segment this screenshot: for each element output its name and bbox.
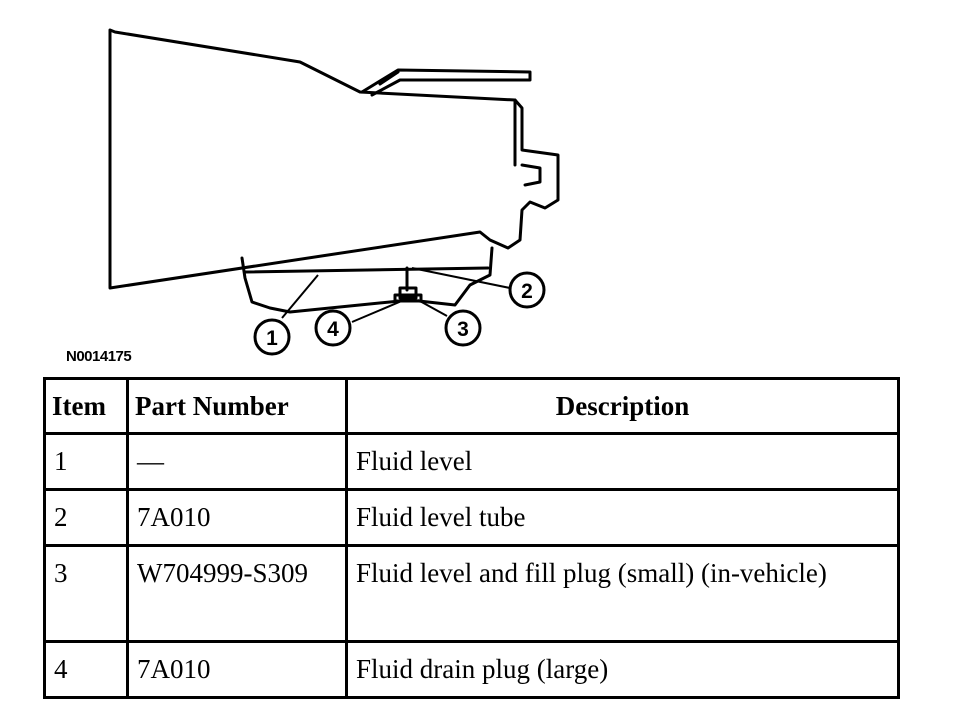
- transmission-case-outline: [108, 28, 560, 314]
- description-cell: Fluid level: [345, 432, 900, 491]
- svg-text:2: 2: [521, 280, 533, 303]
- description-cell: Fluid level and fill plug (small) (in-ve…: [345, 544, 900, 643]
- figure-id: N0014175: [66, 348, 131, 365]
- table-row: 4 7A010 Fluid drain plug (large): [43, 640, 900, 699]
- description-cell: Fluid level tube: [345, 488, 900, 547]
- table-header-row: Item Part Number Description: [43, 377, 900, 435]
- svg-text:4: 4: [327, 318, 339, 341]
- header-item: Item: [43, 377, 129, 435]
- callout-leader-lines: [281, 267, 511, 323]
- callout-1: 1: [253, 318, 291, 356]
- part-number-cell: 7A010: [126, 488, 348, 547]
- transmission-diagram: 1 2 3 4 N0014175: [66, 28, 560, 365]
- item-cell: 1: [43, 432, 129, 491]
- description-cell: Fluid drain plug (large): [345, 640, 900, 699]
- header-part-number: Part Number: [126, 377, 348, 435]
- part-number-cell: —: [126, 432, 348, 491]
- callout-4: 4: [314, 309, 352, 347]
- parts-table: Item Part Number Description 1 — Fluid l…: [43, 377, 900, 699]
- header-description: Description: [345, 377, 900, 435]
- callout-2: 2: [508, 271, 546, 309]
- part-number-cell: W704999-S309: [126, 544, 348, 643]
- item-cell: 2: [43, 488, 129, 547]
- svg-text:1: 1: [266, 327, 278, 350]
- table-row: 3 W704999-S309 Fluid level and fill plug…: [43, 544, 900, 643]
- table-row: 1 — Fluid level: [43, 432, 900, 491]
- part-number-cell: 7A010: [126, 640, 348, 699]
- item-cell: 3: [43, 544, 129, 643]
- item-cell: 4: [43, 640, 129, 699]
- table-row: 2 7A010 Fluid level tube: [43, 488, 900, 547]
- svg-text:3: 3: [457, 318, 469, 341]
- callout-3: 3: [444, 309, 482, 347]
